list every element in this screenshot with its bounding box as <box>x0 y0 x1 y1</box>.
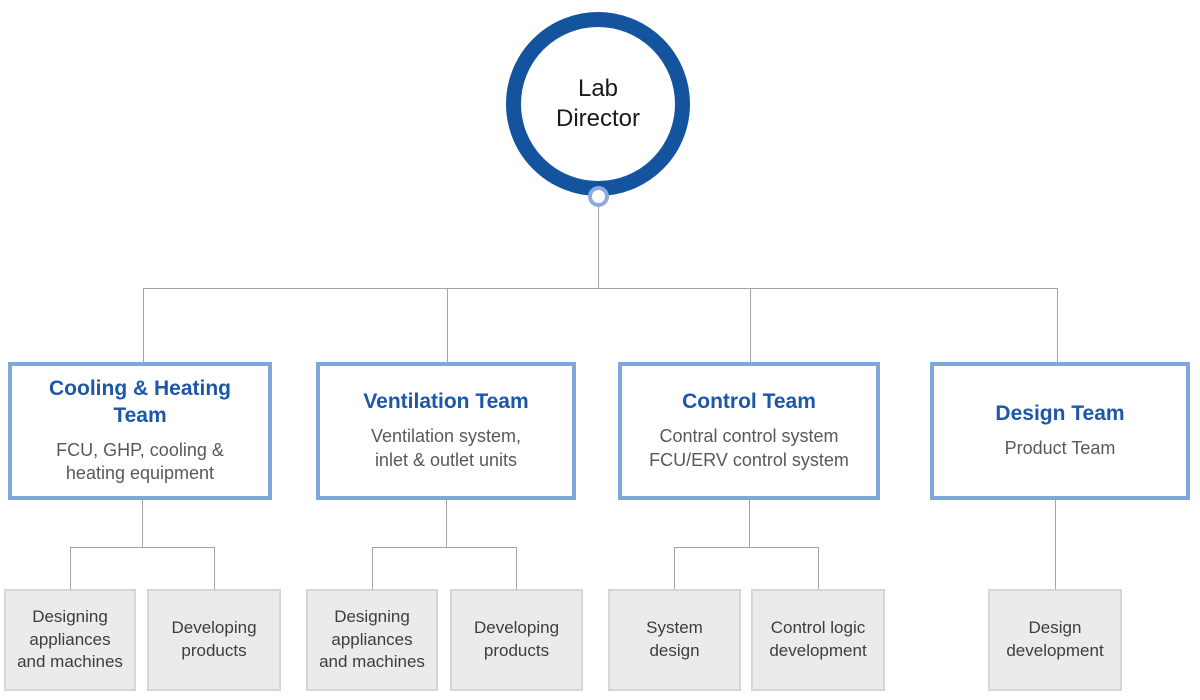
team-box-design: Design Team Product Team <box>930 362 1190 500</box>
connector-dot-icon <box>588 186 609 207</box>
connector-line <box>447 288 448 362</box>
lab-director-label: Lab Director <box>555 75 640 132</box>
connector-line <box>446 500 447 547</box>
team-desc: Contral control system FCU/ERV control s… <box>649 426 849 470</box>
sub-box-ventilation-developing-products: Developing products <box>450 589 583 691</box>
connector-line <box>143 288 1058 289</box>
connector-line <box>818 547 819 589</box>
lab-director-node: Lab Director <box>506 12 690 196</box>
sub-box-label: Developing products <box>473 618 560 660</box>
connector-line <box>214 547 215 589</box>
sub-box-cooling-developing-products: Developing products <box>147 589 281 691</box>
sub-box-ventilation-designing-appliances: Designing appliances and machines <box>306 589 438 691</box>
team-desc: Product Team <box>1004 438 1116 459</box>
connector-line <box>674 547 819 548</box>
connector-line <box>142 500 143 547</box>
connector-line <box>598 205 599 288</box>
connector-line <box>749 500 750 547</box>
connector-line <box>70 547 71 589</box>
sub-box-label: Control logic development <box>769 618 867 660</box>
sub-box-label: Design development <box>1006 618 1104 660</box>
sub-box-cooling-designing-appliances: Designing appliances and machines <box>4 589 136 691</box>
connector-line <box>70 547 215 548</box>
connector-line <box>372 547 373 589</box>
team-title: Control Team <box>682 390 816 414</box>
team-box-cooling-heating: Cooling & Heating Team FCU, GHP, cooling… <box>8 362 272 500</box>
connector-line <box>1057 288 1058 362</box>
connector-line <box>516 547 517 589</box>
sub-box-control-logic-development: Control logic development <box>751 589 885 691</box>
team-title: Ventilation Team <box>363 390 529 414</box>
sub-box-control-system-design: System design <box>608 589 741 691</box>
team-box-control: Control Team Contral control system FCU/… <box>618 362 880 500</box>
connector-line <box>674 547 675 589</box>
sub-box-design-development: Design development <box>988 589 1122 691</box>
sub-box-label: Designing appliances and machines <box>17 606 123 672</box>
sub-box-label: Developing products <box>171 618 257 660</box>
connector-line <box>750 288 751 362</box>
connector-line <box>143 288 144 362</box>
team-desc: Ventilation system, inlet & outlet units <box>370 426 522 470</box>
team-desc: FCU, GHP, cooling & heating equipment <box>56 439 224 484</box>
team-title: Cooling & Heating Team <box>49 376 231 427</box>
team-title: Design Team <box>995 402 1125 426</box>
connector-line <box>1055 500 1056 589</box>
team-box-ventilation: Ventilation Team Ventilation system, inl… <box>316 362 576 500</box>
sub-box-label: Designing appliances and machines <box>319 606 425 672</box>
sub-box-label: System design <box>646 618 703 660</box>
connector-line <box>372 547 517 548</box>
